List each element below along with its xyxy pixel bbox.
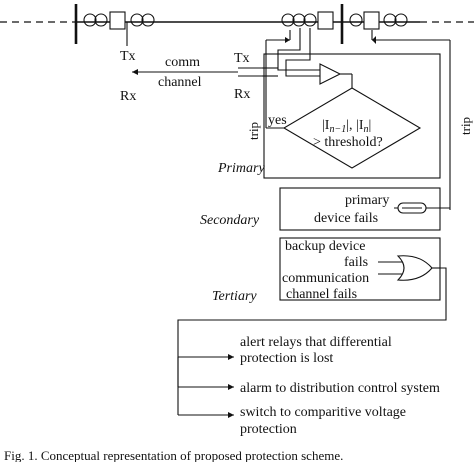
secondary-note-2: device fails <box>314 211 378 226</box>
trip-arrow-right <box>372 36 376 44</box>
tertiary-output-wire <box>177 267 447 415</box>
decision-text-1: |In−1|, |In| <box>322 118 371 135</box>
tertiary-label: Tertiary <box>212 289 257 304</box>
output-3-line1: switch to comparitive voltage <box>240 405 406 420</box>
comparator-amplifier <box>319 63 342 85</box>
tertiary-box <box>279 237 441 301</box>
secondary-box <box>279 187 441 231</box>
action-arrow-1 <box>228 354 234 360</box>
ct-signal-wire-2 <box>285 28 320 77</box>
action-arrow-2 <box>228 384 234 390</box>
tx-right-label: Tx <box>234 51 250 66</box>
secondary-label: Secondary <box>200 213 260 228</box>
current-transformer-left <box>83 13 108 27</box>
comm-label-2: channel <box>158 75 202 90</box>
breaker-left <box>109 11 126 30</box>
figure-caption: Fig. 1. Conceptual representation of pro… <box>4 448 343 462</box>
primary-box <box>263 53 441 179</box>
current-transformer-right-c <box>383 13 408 27</box>
current-transformer-right-a <box>281 13 317 27</box>
ct-signal-wire-1 <box>277 28 320 71</box>
action-arrow-3 <box>228 412 234 418</box>
yes-label: yes <box>268 113 287 128</box>
tx-left-label: Tx <box>120 49 136 64</box>
tertiary-input-2b: channel fails <box>286 287 357 302</box>
rx-right-label: Rx <box>234 87 250 102</box>
decision-diamond <box>282 87 422 169</box>
output-1-line2: protection is lost <box>240 351 333 366</box>
trip-label-left: trip <box>246 122 261 140</box>
tertiary-input-1b: fails <box>344 255 368 270</box>
comm-arrow-head-left <box>132 69 138 75</box>
current-transformer-right-b <box>349 13 363 27</box>
or-gate-icon <box>396 255 433 281</box>
output-2-line1: alarm to distribution control system <box>240 381 440 396</box>
tertiary-input-2a: communication <box>282 271 369 286</box>
rx-left-label: Rx <box>120 89 136 104</box>
tertiary-input-1a: backup device <box>285 239 365 254</box>
comm-label-1: comm <box>165 55 200 70</box>
trip-label-right: trip <box>458 117 473 135</box>
primary-label: Primary <box>217 161 265 176</box>
current-transformer-left-2 <box>130 13 155 27</box>
trip-arrow-left <box>285 37 290 43</box>
output-1-line1: alert relays that differential <box>240 335 392 350</box>
secondary-note-1: primary <box>345 193 389 208</box>
output-3-line2: protection <box>240 422 297 437</box>
breaker-right-b <box>363 11 380 30</box>
decision-text-2: > threshold? <box>313 135 383 150</box>
breaker-right-a <box>317 11 334 30</box>
